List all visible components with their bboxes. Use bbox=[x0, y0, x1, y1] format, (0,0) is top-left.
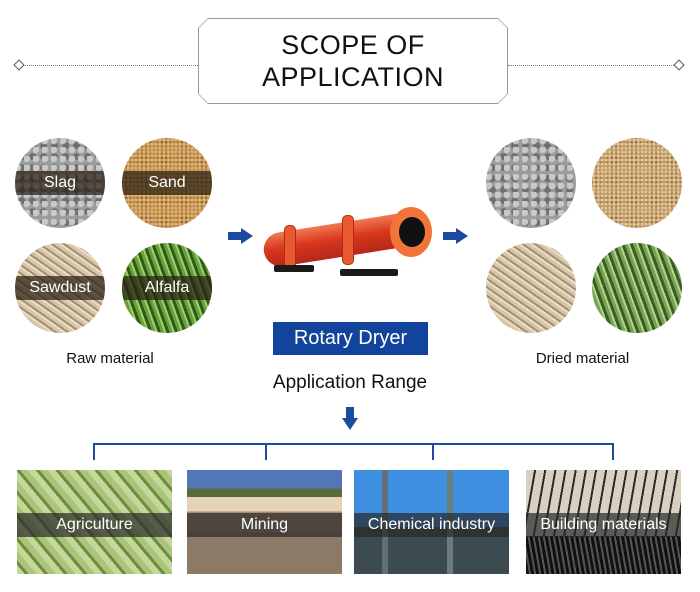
raw-slag-image: Slag bbox=[15, 138, 105, 228]
title-banner: SCOPE OF APPLICATION bbox=[198, 18, 508, 104]
material-label: Sawdust bbox=[15, 276, 105, 300]
tree-connector bbox=[93, 443, 614, 445]
raw-sand-image: Sand bbox=[122, 138, 212, 228]
raw-sawdust-image: Sawdust bbox=[15, 243, 105, 333]
dried-sand-image bbox=[592, 138, 682, 228]
diamond-icon bbox=[13, 59, 25, 71]
title-line-1: SCOPE OF bbox=[281, 30, 425, 60]
application-building-materials: Building materials bbox=[526, 470, 681, 574]
rotary-dryer-label: Rotary Dryer bbox=[273, 322, 428, 355]
application-chemical-industry: Chemical industry bbox=[354, 470, 509, 574]
raw-material-caption: Raw material bbox=[66, 350, 154, 367]
dried-sawdust-image bbox=[486, 243, 576, 333]
tree-branch bbox=[93, 443, 95, 460]
application-label: Building materials bbox=[526, 513, 681, 537]
material-label: Sand bbox=[122, 171, 212, 195]
arrow-right-icon bbox=[443, 228, 469, 244]
tree-branch bbox=[265, 443, 267, 460]
title-line-2: APPLICATION bbox=[261, 62, 445, 92]
material-label: Alfalfa bbox=[122, 276, 212, 300]
application-agriculture: Agriculture bbox=[17, 470, 172, 574]
raw-alfalfa-image: Alfalfa bbox=[122, 243, 212, 333]
header-divider-left bbox=[20, 65, 200, 66]
application-mining: Mining bbox=[187, 470, 342, 574]
header-divider-right bbox=[508, 65, 678, 66]
application-range-heading: Application Range bbox=[272, 372, 428, 393]
diamond-icon bbox=[673, 59, 685, 71]
application-label: Chemical industry bbox=[354, 513, 509, 537]
application-label: Mining bbox=[187, 513, 342, 537]
dried-alfalfa-image bbox=[592, 243, 682, 333]
rotary-dryer-illustration bbox=[261, 205, 437, 280]
dried-material-caption: Dried material bbox=[535, 350, 630, 367]
dried-slag-image bbox=[486, 138, 576, 228]
tree-branch bbox=[612, 443, 614, 460]
material-label: Slag bbox=[15, 171, 105, 195]
application-label: Agriculture bbox=[17, 513, 172, 537]
arrow-right-icon bbox=[228, 228, 254, 244]
tree-branch bbox=[432, 443, 434, 460]
arrow-down-icon bbox=[342, 407, 358, 431]
